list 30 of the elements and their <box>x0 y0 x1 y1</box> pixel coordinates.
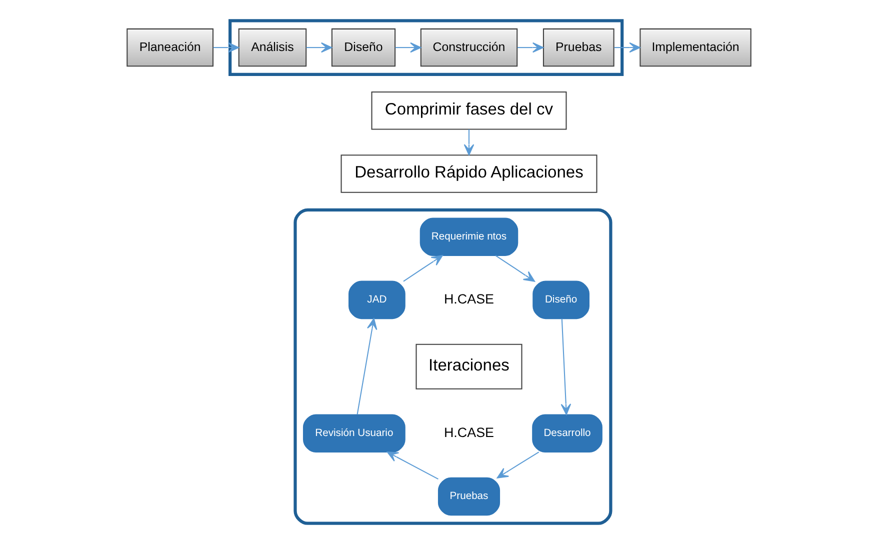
arrow <box>560 318 572 415</box>
arrow <box>464 129 474 156</box>
arrow <box>495 255 536 282</box>
node-box: Análisis <box>238 28 307 67</box>
node-box: Comprimir fases del cv <box>371 92 567 130</box>
arrow <box>386 452 438 480</box>
node-box: Desarrollo <box>532 414 602 452</box>
node-box: Pruebas <box>542 28 614 67</box>
node-box: Desarrollo Rápido Aplicaciones <box>340 154 598 193</box>
label: H.CASE <box>444 424 494 440</box>
node-box: Planeación <box>126 28 214 67</box>
node-box: Diseño <box>331 28 396 67</box>
node-box: Requerimie ntos <box>420 218 518 256</box>
node-box: Revisión Usuario <box>302 414 406 452</box>
arrow <box>517 42 544 53</box>
arrow <box>614 42 640 53</box>
node-box: Iteraciones <box>416 344 522 390</box>
arrow <box>395 42 422 53</box>
node-box: JAD <box>348 280 406 320</box>
node-box: Diseño <box>532 280 590 320</box>
cluster <box>294 208 612 525</box>
arrow <box>306 42 332 53</box>
node-box: Construcción <box>420 28 518 67</box>
label: H.CASE <box>444 291 494 306</box>
arrow <box>213 42 240 53</box>
node-box: Pruebas <box>438 477 500 516</box>
arrow <box>356 318 378 415</box>
arrow <box>403 255 443 282</box>
arrow <box>496 452 540 478</box>
node-box: Implementación <box>640 28 752 67</box>
